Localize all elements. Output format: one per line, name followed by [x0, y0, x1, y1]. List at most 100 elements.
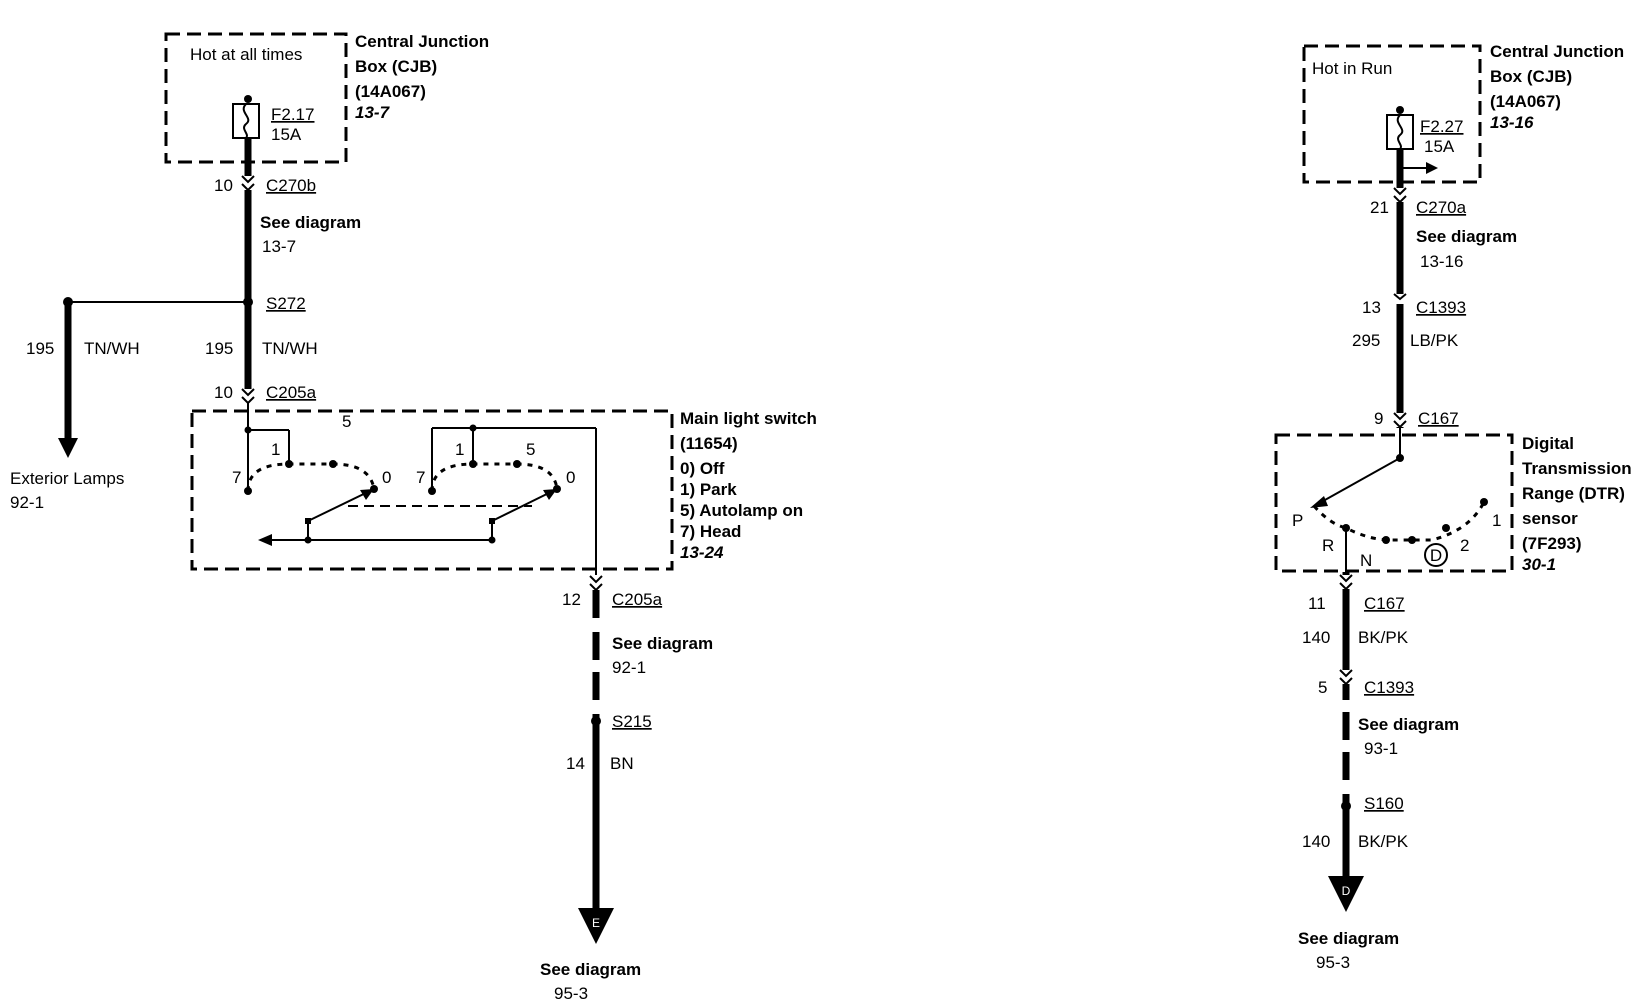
dtr-part: (7F293) [1522, 534, 1582, 553]
switch-label-0b: 0 [566, 468, 575, 487]
cjb-title-right-2: Box (CJB) [1490, 67, 1572, 86]
dtr-d-circle [1424, 543, 1448, 567]
switch-pivot-b [489, 518, 495, 524]
switch-pivot-a [305, 518, 311, 524]
cjb-box-left [164, 32, 348, 164]
see-diagram-left-end-b: 95-3 [554, 984, 588, 1003]
switch-pos-5: 5) Autolamp on [680, 501, 803, 520]
switch-wiper-a-head [360, 489, 374, 500]
c1393-top-label: C1393 [1416, 298, 1466, 317]
switch-label-0a: 0 [382, 468, 391, 487]
cjb-part-left: (14A067) [355, 82, 426, 101]
color-140-b: BK/PK [1358, 832, 1409, 851]
see-diagram-left-end-a: See diagram [540, 960, 641, 979]
dtr-title-4: sensor [1522, 509, 1578, 528]
connector-c167-top [1393, 412, 1407, 429]
dtr-title-1: Digital [1522, 434, 1574, 453]
color-195-a: TN/WH [84, 339, 140, 358]
fuse-element-right [1396, 114, 1404, 150]
s160-label: S160 [1364, 794, 1404, 813]
connector-c205a-bot [589, 575, 603, 592]
cjb-box-right [1302, 44, 1482, 184]
dtr-wiper [1315, 457, 1401, 506]
cjb-part-right: (14A067) [1490, 92, 1561, 111]
c205a-top-pin: 10 [214, 383, 233, 402]
dtr-contact-2 [1442, 524, 1450, 532]
cjb-title-left-2: Box (CJB) [355, 57, 437, 76]
connector-c167-bot [1339, 574, 1353, 591]
dtr-wiper-head [1310, 496, 1328, 508]
splice-s215 [591, 716, 601, 726]
fuse-element-left [242, 103, 250, 139]
connector-c270b [241, 175, 255, 192]
fuse-rating-left: 15A [271, 125, 302, 144]
circuit-295: 295 [1352, 331, 1380, 350]
connector-c1393-bot [1339, 669, 1353, 686]
switch-label-1a: 1 [271, 440, 280, 459]
switch-label-1b: 1 [455, 440, 464, 459]
cjb-title-left-1: Central Junction [355, 32, 489, 51]
c270a-label: C270a [1416, 198, 1467, 217]
connector-c270a [1393, 187, 1407, 204]
c1393-bot-pin: 5 [1318, 678, 1327, 697]
cjb-title-right-1: Central Junction [1490, 42, 1624, 61]
c205a-bot-pin: 12 [562, 590, 581, 609]
color-14: BN [610, 754, 634, 773]
arrow-exterior-lamps [58, 438, 78, 458]
switch-node-b-top [469, 424, 477, 432]
connector-c1393-top [1393, 293, 1407, 301]
see-diagram-left-1a: See diagram [260, 213, 361, 232]
switch-pos-1: 1) Park [680, 480, 737, 499]
dtr-label-2: 2 [1460, 536, 1469, 555]
dtr-contact-n [1382, 536, 1390, 544]
circuit-195-b: 195 [205, 339, 233, 358]
switch-arc-b [430, 462, 559, 492]
switch-label-5b: 5 [526, 440, 535, 459]
cjb-ref-left: 13-7 [355, 103, 391, 122]
c1393-bot-label: C1393 [1364, 678, 1414, 697]
dtr-title-3: Range (DTR) [1522, 484, 1625, 503]
switch-pos-0: 0) Off [680, 459, 725, 478]
cjb-ref-right: 13-16 [1490, 113, 1534, 132]
c270b-label: C270b [266, 176, 316, 195]
main-light-switch-box [190, 409, 674, 571]
switch-wiper-b-head [543, 489, 557, 500]
dtr-label-d: D [1430, 546, 1442, 565]
terminal-e-letter: E [592, 916, 600, 930]
s215-label: S215 [612, 712, 652, 731]
dtr-label-p: P [1292, 511, 1303, 530]
dtr-title-2: Transmission [1522, 459, 1632, 478]
circuit-140-b: 140 [1302, 832, 1330, 851]
fuse-output-arrow-right [1426, 162, 1438, 174]
switch-output-arrow [258, 534, 272, 546]
fuse-id-left: F2.17 [271, 105, 314, 124]
c205a-bot-label: C205a [612, 590, 663, 609]
dtr-label-1: 1 [1492, 511, 1501, 530]
fuse-terminal-left [244, 95, 252, 103]
see-diagram-right-end-b: 95-3 [1316, 953, 1350, 972]
terminal-d-letter: D [1342, 884, 1351, 898]
splice-s160 [1341, 801, 1351, 811]
see-diagram-right-1a: See diagram [1416, 227, 1517, 246]
see-diagram-left-2b: 92-1 [612, 658, 646, 677]
c167-bot-pin: 11 [1308, 594, 1326, 613]
switch-arc-a [246, 462, 376, 492]
c270b-pin: 10 [214, 176, 233, 195]
dtr-ref: 30-1 [1522, 555, 1556, 574]
circuit-195-a: 195 [26, 339, 54, 358]
switch-node-a-top [244, 426, 252, 434]
c1393-top-pin: 13 [1362, 298, 1381, 317]
circuit-14: 14 [566, 754, 585, 773]
see-diagram-right-end-a: See diagram [1298, 929, 1399, 948]
fuse-id-right: F2.27 [1420, 117, 1463, 136]
splice-dot-branch [63, 297, 73, 307]
see-diagram-right-2b: 93-1 [1364, 739, 1398, 758]
c167-top-pin: 9 [1374, 409, 1383, 428]
cjb-condition-left: Hot at all times [190, 45, 302, 64]
switch-label-5a: 5 [342, 412, 351, 431]
dtr-label-r: R [1322, 536, 1334, 555]
see-diagram-left-2a: See diagram [612, 634, 713, 653]
c167-bot-label: C167 [1364, 594, 1405, 613]
switch-label-7b: 7 [416, 468, 425, 487]
